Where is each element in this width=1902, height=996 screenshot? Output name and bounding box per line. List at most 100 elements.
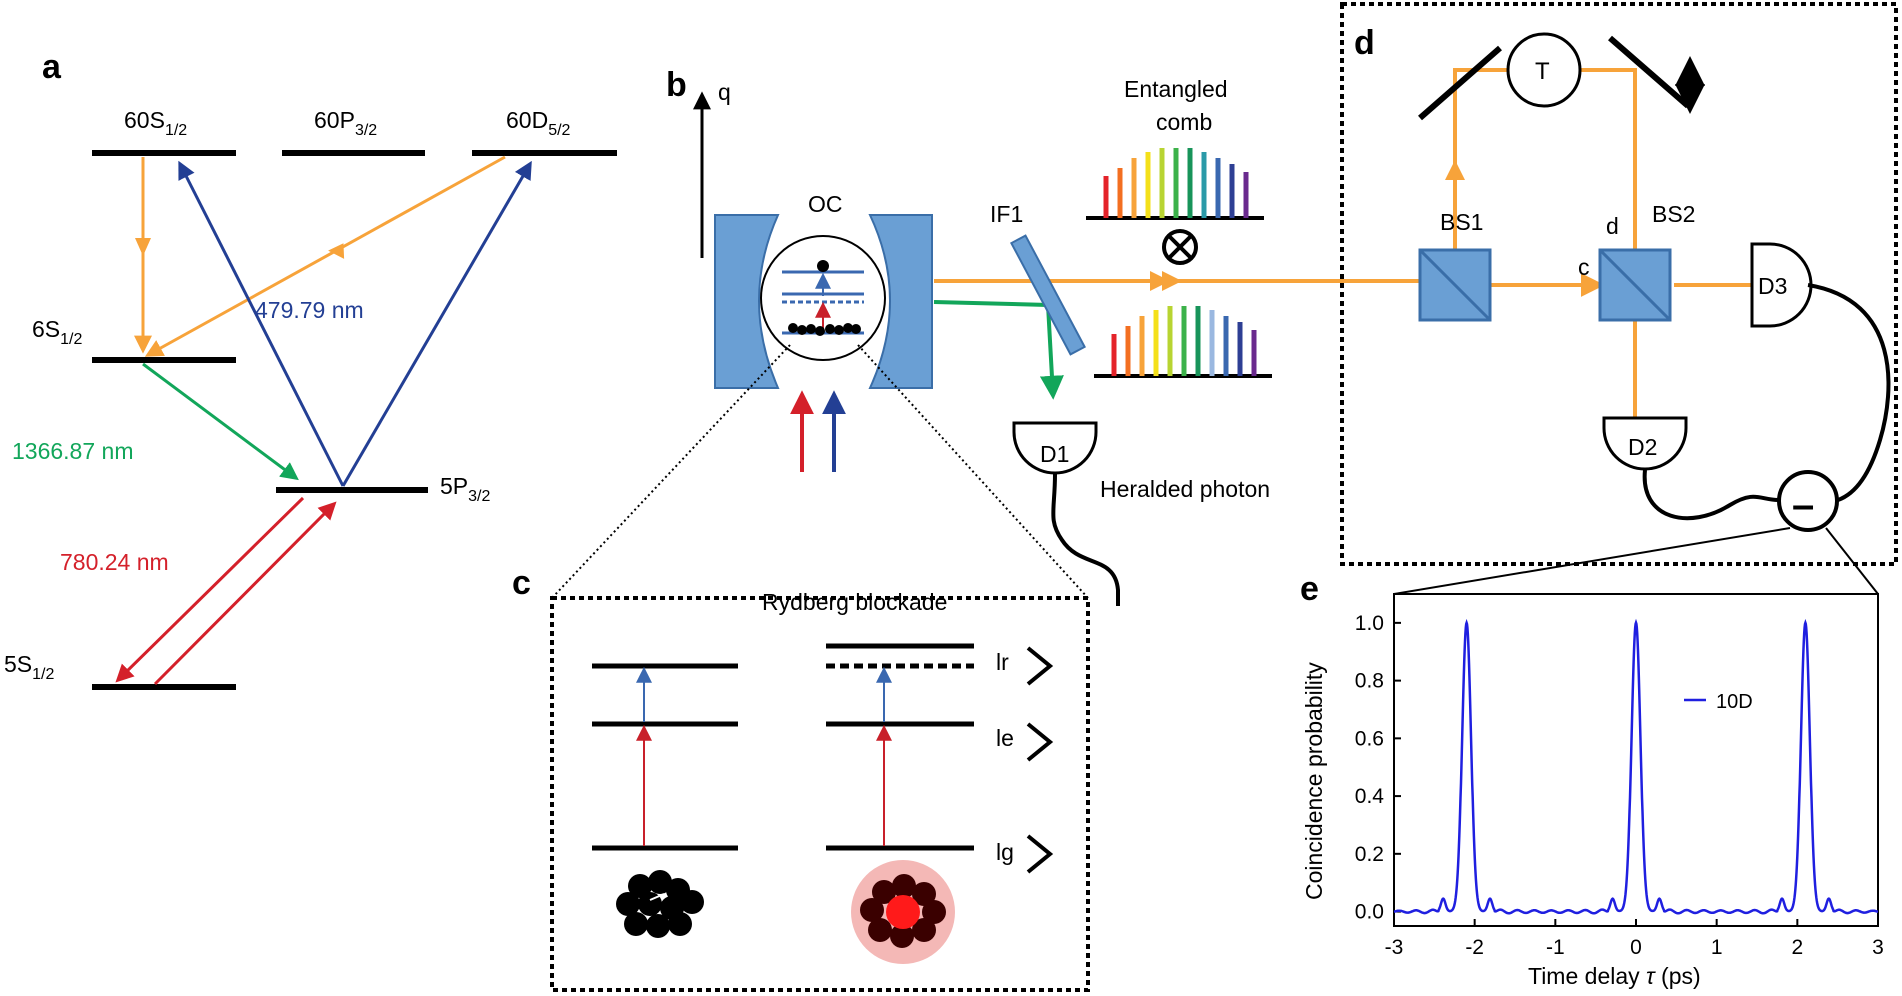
x-tick-group: -3 -2 -1 0 1 2 3: [1385, 919, 1884, 959]
x-tick-label: -3: [1385, 936, 1404, 959]
blockaded-atom-cluster: [860, 874, 946, 948]
beam-arrowhead-1: [1150, 271, 1170, 291]
y-tick-label: 0.8: [1355, 670, 1384, 693]
panel-c-frame: [550, 596, 1090, 992]
ket-g-bracket: [1026, 834, 1054, 874]
cavity-mirror-right: [868, 214, 933, 389]
detector-d3-label: D3: [1758, 273, 1787, 299]
ket-e-label: le: [996, 725, 1014, 751]
plot-frame: [1393, 593, 1879, 927]
cavity-mirror-left: [714, 214, 780, 389]
delay-circle: [1506, 32, 1582, 108]
zoom-line-right: [857, 344, 1089, 599]
panel-b: b q OC IF1 Entangled comb: [551, 66, 1420, 606]
y-tick-label: 0.6: [1355, 727, 1384, 750]
absorption-5s-5p-arrow: [153, 501, 337, 686]
panel-c-label: c: [512, 564, 531, 602]
tensor-product-icon: [1162, 229, 1198, 265]
atom-cell-circle: [760, 235, 886, 361]
panel-d-frame: [1340, 2, 1898, 566]
panel-e-label: e: [1300, 570, 1319, 608]
detector-d2: [1602, 416, 1688, 471]
rydberg-excitation-dot: [886, 895, 920, 929]
correlator-circle: [1777, 470, 1839, 532]
bs1-label: BS1: [1440, 209, 1483, 235]
x-tick-label: 2: [1791, 936, 1803, 959]
x-tick-label: 3: [1872, 936, 1884, 959]
wavelength-green-label: 1366.87 nm: [12, 438, 133, 464]
decay-60d-mid-arrowhead: [328, 243, 345, 259]
cavity-label: OC: [808, 191, 843, 217]
x-tick-label: -2: [1465, 936, 1484, 959]
zoom-line-plot-right: [1825, 527, 1879, 595]
label-60d: 60D5/2: [506, 107, 571, 139]
detector-d2-label: D2: [1628, 434, 1657, 460]
panel-d-label: d: [1354, 24, 1375, 62]
q-axis-label: q: [718, 79, 731, 105]
emission-5p-5s-arrow: [115, 496, 305, 683]
detector-d1-label: D1: [1040, 441, 1069, 467]
panel-a: a 60S1/2 60P3/2 60D5/2 6S1/2 5P3/2 5S1/2…: [4, 48, 617, 690]
excitation-5p-60d-arrow: [341, 160, 532, 487]
wavelength-red-label: 780.24 nm: [60, 549, 169, 575]
correlator-minus: –: [1792, 483, 1814, 527]
panel-b-label: b: [666, 66, 687, 104]
filter-label: IF1: [990, 201, 1023, 227]
heralded-photon-label: Heralded photon: [1100, 476, 1270, 502]
cell-rydberg-atom: [817, 260, 829, 272]
comb-lower: [1094, 306, 1272, 378]
y-tick-group: 0.0 0.2 0.4 0.6 0.8 1.0: [1355, 612, 1401, 924]
series-10d-line: [1393, 618, 1879, 915]
beam-arrowhead-2: [1162, 271, 1182, 291]
legend-label-10d: 10D: [1716, 691, 1753, 713]
ket-g-label: lg: [996, 839, 1014, 865]
x-axis-label: Time delay τ (ps): [1528, 963, 1701, 989]
beam-splitter-1: [1418, 248, 1492, 322]
mirror-left: [1418, 45, 1502, 121]
port-c-label: c: [1578, 254, 1590, 280]
zoom-line-left: [551, 344, 791, 599]
beam-splitter-2: [1598, 248, 1672, 322]
blockade-title: Rydberg blockade: [762, 589, 947, 615]
ket-r-label: lr: [996, 649, 1009, 675]
green-herald-beam: [933, 300, 1064, 400]
x-tick-label: 1: [1711, 936, 1723, 959]
label-5p: 5P3/2: [440, 473, 490, 505]
ket-e-bracket: [1026, 722, 1054, 762]
y-axis-label: Coincidence probability: [1301, 662, 1327, 900]
port-d-label: d: [1606, 213, 1619, 239]
comb-upper: [1086, 148, 1264, 220]
wavelength-blue-label: 479.79 nm: [255, 297, 364, 323]
panel-a-label: a: [42, 48, 62, 86]
panel-c: c Rydberg blockade lr le lg: [512, 564, 1090, 992]
d2-cable: [1642, 469, 1779, 521]
d3-cable: [1807, 283, 1891, 502]
ket-r-bracket: [1026, 646, 1054, 686]
cluster-highlight: [649, 893, 665, 901]
ground-atom-cluster: [616, 870, 704, 938]
transition-6s-5p-arrow: [142, 362, 299, 481]
upper-arm-arrowhead: [1445, 160, 1465, 180]
decay-mid-arrowhead: [135, 238, 151, 256]
bs2-label: BS2: [1652, 201, 1695, 227]
y-tick-label: 1.0: [1355, 612, 1384, 635]
label-5s: 5S1/2: [4, 651, 54, 683]
excitation-5p-60s-arrow: [178, 160, 345, 487]
delay-label: T: [1535, 58, 1550, 85]
comb-label-line1: Entangled: [1124, 76, 1228, 102]
y-tick-label: 0.0: [1355, 901, 1384, 924]
x-tick-label: 0: [1630, 936, 1642, 959]
y-tick-label: 0.2: [1355, 843, 1384, 866]
x-tick-label: -1: [1546, 936, 1565, 959]
label-60s: 60S1/2: [124, 107, 187, 139]
decay-60d-6s-arrow: [144, 155, 506, 357]
zoom-line-plot-left: [1393, 527, 1791, 595]
detector-d1: [1012, 421, 1098, 475]
y-tick-label: 0.4: [1355, 785, 1385, 808]
comb-label-line2: comb: [1156, 109, 1212, 135]
label-6s: 6S1/2: [32, 316, 82, 348]
detector-d3: [1750, 242, 1813, 328]
panel-e: e -3 -2 -1 0 1 2 3 0.0 0.2 0.4 0.6 0.8 1.0 10D Time…: [1300, 570, 1884, 989]
label-60p: 60P3/2: [314, 107, 377, 139]
